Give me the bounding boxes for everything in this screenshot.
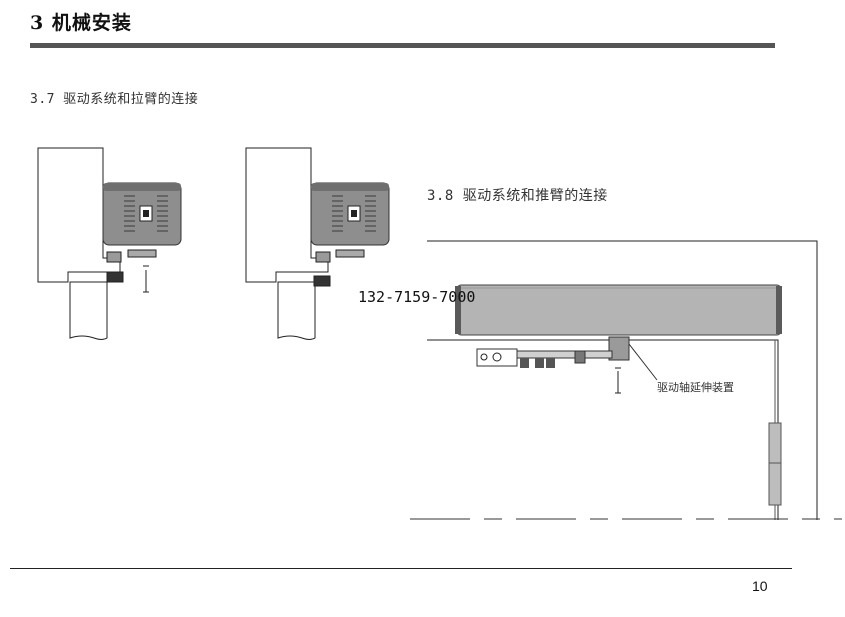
- phone-overlay-text: 132-7159-7000: [358, 288, 476, 306]
- chapter-heading: 3 机械安装: [30, 12, 132, 34]
- section-3-7-title: 3.7 驱动系统和拉臂的连接: [30, 92, 199, 107]
- figure-3-7-left: [37, 147, 182, 340]
- page-number: 10: [752, 578, 768, 594]
- shaft-extension-label: 驱动轴延伸装置: [657, 381, 734, 394]
- heading-rule: [30, 43, 775, 48]
- figure-3-8: [410, 240, 842, 520]
- section-3-8-title: 3.8 驱动系统和推臂的连接: [427, 188, 608, 204]
- footer-rule: [10, 568, 792, 569]
- figure-3-7-right: [245, 147, 390, 340]
